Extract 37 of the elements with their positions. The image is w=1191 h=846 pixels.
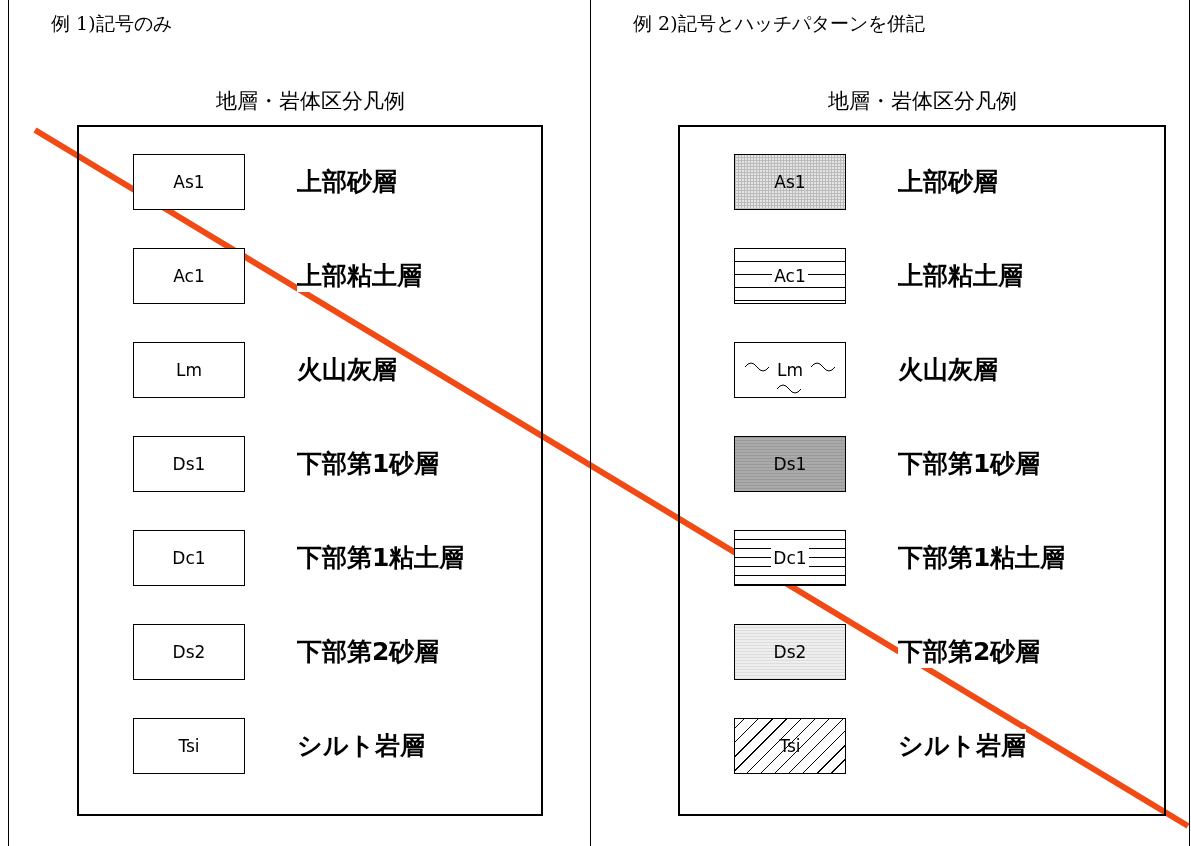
hatch-swatch [734, 248, 846, 304]
stratum-name: 下部第2砂層 [297, 635, 440, 668]
stratum-name: 上部粘土層 [297, 259, 422, 292]
hatch-swatch [734, 436, 846, 492]
symbol-swatch [133, 530, 245, 586]
strata-code: Ac1 [173, 266, 205, 286]
strata-code: Ds1 [172, 454, 206, 474]
hatch-swatch [734, 342, 846, 398]
hatch-swatch [734, 624, 846, 680]
legend-title: 地層・岩体区分凡例 [826, 88, 1018, 115]
strata-code: Dc1 [771, 548, 809, 568]
hatch-swatch [734, 154, 846, 210]
strata-code: Ds1 [773, 454, 807, 474]
stratum-name: 下部第1砂層 [297, 447, 440, 480]
example-heading: 例 2)記号とハッチパターンを併記 [633, 11, 925, 36]
stratum-name: 上部砂層 [898, 165, 998, 198]
stratum-name: 下部第1砂層 [898, 447, 1041, 480]
legend-title: 地層・岩体区分凡例 [214, 88, 406, 115]
strata-code: Lm [176, 360, 202, 380]
strata-code: Ds2 [172, 642, 206, 662]
symbol-swatch [133, 154, 245, 210]
symbol-swatch [133, 342, 245, 398]
symbol-swatch [133, 248, 245, 304]
strata-code: As1 [774, 172, 806, 192]
example-heading: 例 1)記号のみ [51, 11, 172, 36]
symbol-swatch [133, 718, 245, 774]
symbol-swatch [133, 624, 245, 680]
strata-code: Lm [777, 360, 803, 380]
stratum-name: 下部第2砂層 [898, 635, 1041, 668]
strata-code: Tsi [178, 736, 200, 756]
hatch-swatch [734, 718, 846, 774]
symbol-swatch [133, 436, 245, 492]
strata-code: Dc1 [172, 548, 206, 568]
stratum-name: 上部砂層 [297, 165, 397, 198]
hatch-swatch [734, 530, 846, 586]
strata-code: Ds2 [773, 642, 807, 662]
strata-code: As1 [173, 172, 205, 192]
